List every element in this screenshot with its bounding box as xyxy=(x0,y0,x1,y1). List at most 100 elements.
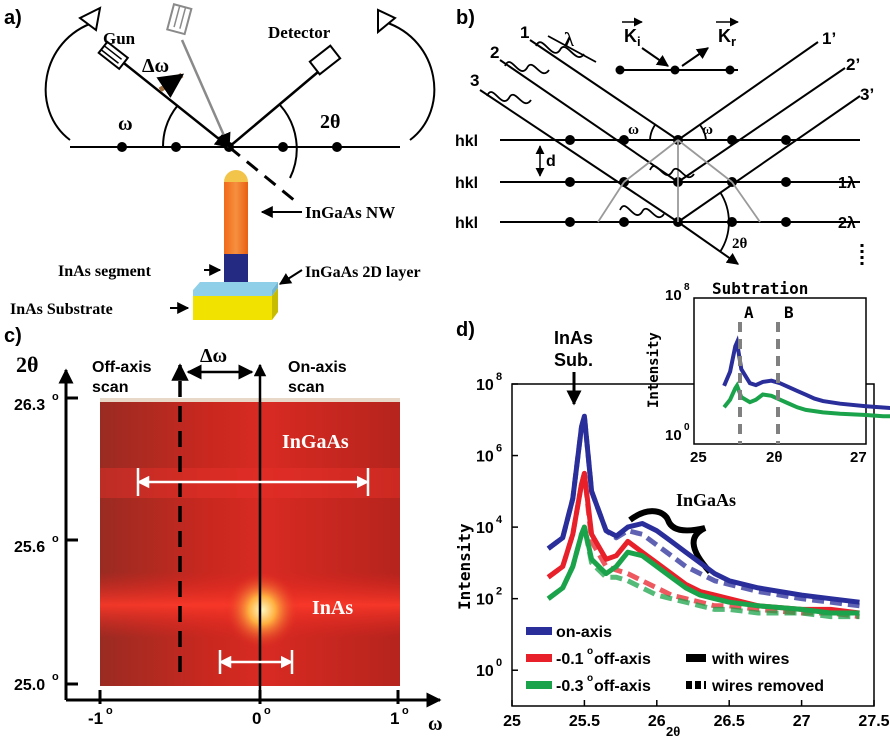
ray-3-out-label: 3’ xyxy=(860,85,874,104)
inset-ytick-bottom: 10 xyxy=(665,427,682,444)
nw-label: InGaAs NW xyxy=(305,203,395,222)
wave-packet xyxy=(535,41,585,58)
ray-1-label: 1 xyxy=(520,23,529,42)
x-axis-label: ω xyxy=(428,713,443,735)
atom xyxy=(171,142,181,152)
transmitted-ray xyxy=(677,221,739,265)
atom xyxy=(565,135,575,145)
ki-label: K xyxy=(624,26,637,46)
delta-omega-label: Δω xyxy=(142,55,169,77)
kr-arrow xyxy=(681,47,709,67)
offaxis-beam xyxy=(180,39,231,149)
legend-m03-deg: o xyxy=(587,673,593,684)
atom xyxy=(117,142,127,152)
d-y-tick-label: 10 xyxy=(476,663,494,680)
inset-xtick: 2θ xyxy=(766,449,782,466)
d-ylabel: Intensity xyxy=(455,523,474,610)
inas-map-label: InAs xyxy=(312,597,353,619)
two-theta-b-label: 2θ xyxy=(732,236,748,252)
inset-xtick: 27 xyxy=(850,449,867,466)
atom xyxy=(565,217,575,227)
panel-d-label: d) xyxy=(456,319,475,341)
d-label: d xyxy=(546,153,556,170)
ingaas-plot-label: InGaAs xyxy=(676,490,736,510)
deg-sup: o xyxy=(52,671,59,683)
gun-label: Gun xyxy=(103,29,136,48)
atom xyxy=(725,65,735,75)
d-x-tick-label: 26.5 xyxy=(714,713,745,730)
d-x-tick-label: 26 xyxy=(648,713,666,730)
atom xyxy=(615,65,625,75)
panel-b: b) K i K r xyxy=(455,7,874,266)
path-diff-1: 1λ xyxy=(838,175,856,192)
inset-curve xyxy=(722,335,890,411)
d-y-tick-exp: 4 xyxy=(496,514,503,526)
y-axis-label: 2θ xyxy=(16,352,38,377)
d-y-tick-exp: 6 xyxy=(496,443,502,455)
ray-1-out-label: 1’ xyxy=(822,29,836,48)
lambda-bracket xyxy=(547,35,597,63)
inas-hotspot xyxy=(224,570,300,650)
incident-beam xyxy=(119,59,231,148)
legend-m03-suffix: off-axis xyxy=(594,678,651,695)
ray-3-out xyxy=(677,95,861,223)
inset-title: Subtration xyxy=(712,279,808,298)
d-x-tick-label: 27.5 xyxy=(858,713,889,730)
d-series xyxy=(546,413,860,620)
deg-sup: o xyxy=(52,391,59,403)
diffracted-beam xyxy=(228,71,319,148)
inset-ytick-top: 10 xyxy=(665,287,682,304)
c-y-ticks: 26.3 o 25.6 o 25.0 o xyxy=(14,391,78,694)
ingaas-map-label: InGaAs xyxy=(282,431,349,453)
ray-3-label: 3 xyxy=(470,71,479,90)
plane-label: hkl xyxy=(455,215,478,232)
omega-label: ω xyxy=(118,113,133,135)
omega-left-label: ω xyxy=(628,122,639,138)
x-tick-label: 0 xyxy=(252,709,261,728)
legend-wires-removed: wires removed xyxy=(711,678,824,695)
delta-omega-arrow xyxy=(156,72,185,99)
y-tick-label: 25.0 xyxy=(14,677,45,694)
beam-continuation xyxy=(228,145,301,207)
ki-arrow xyxy=(641,47,669,67)
inset-xtick: 25 xyxy=(690,449,707,466)
ingaas-2d-layer-side xyxy=(272,282,278,296)
ray-1-in xyxy=(529,39,679,141)
rotation-arc-left xyxy=(44,21,96,141)
d-y-tick-label: 10 xyxy=(476,377,494,394)
plane-label: hkl xyxy=(455,175,478,192)
nw-ingaas-body xyxy=(224,182,248,254)
deg-sup: o xyxy=(402,705,409,717)
path-diff-2: 2λ xyxy=(838,215,856,232)
omega-arc-right xyxy=(699,124,707,141)
panel-a: a) Gun Δω xyxy=(4,3,436,320)
on-axis-label-1: On-axis xyxy=(288,359,347,376)
d-y-tick-exp: 2 xyxy=(496,586,502,598)
d-x-tick-label: 25 xyxy=(503,713,521,730)
layer-label: InGaAs 2D layer xyxy=(305,264,421,281)
omega-arc-left xyxy=(649,124,656,141)
ki-sub: i xyxy=(637,34,641,49)
d-y-tick-exp: 0 xyxy=(496,657,502,669)
ingaas-2d-layer xyxy=(193,282,278,296)
detector-icon xyxy=(308,44,342,76)
deg-sup: o xyxy=(52,533,59,545)
ray-3-in xyxy=(479,89,679,223)
d-y-tick-exp: 8 xyxy=(496,371,502,383)
legend-m01-suffix: off-axis xyxy=(594,651,651,668)
y-tick-label: 26.3 xyxy=(14,397,45,414)
inas-sub-label-2: Sub. xyxy=(554,350,593,370)
omega-angle-arc xyxy=(161,104,179,148)
atom xyxy=(781,217,791,227)
wave-packet xyxy=(486,91,532,104)
wave-packet xyxy=(649,165,695,178)
gun-icon xyxy=(97,40,130,71)
d-x-tick-label: 25.5 xyxy=(569,713,600,730)
nw-catalyst xyxy=(224,170,248,182)
atom xyxy=(670,65,680,75)
atom xyxy=(781,135,791,145)
series-removed--0-1-off-axis xyxy=(546,470,860,620)
lambda-label: λ xyxy=(564,29,574,51)
